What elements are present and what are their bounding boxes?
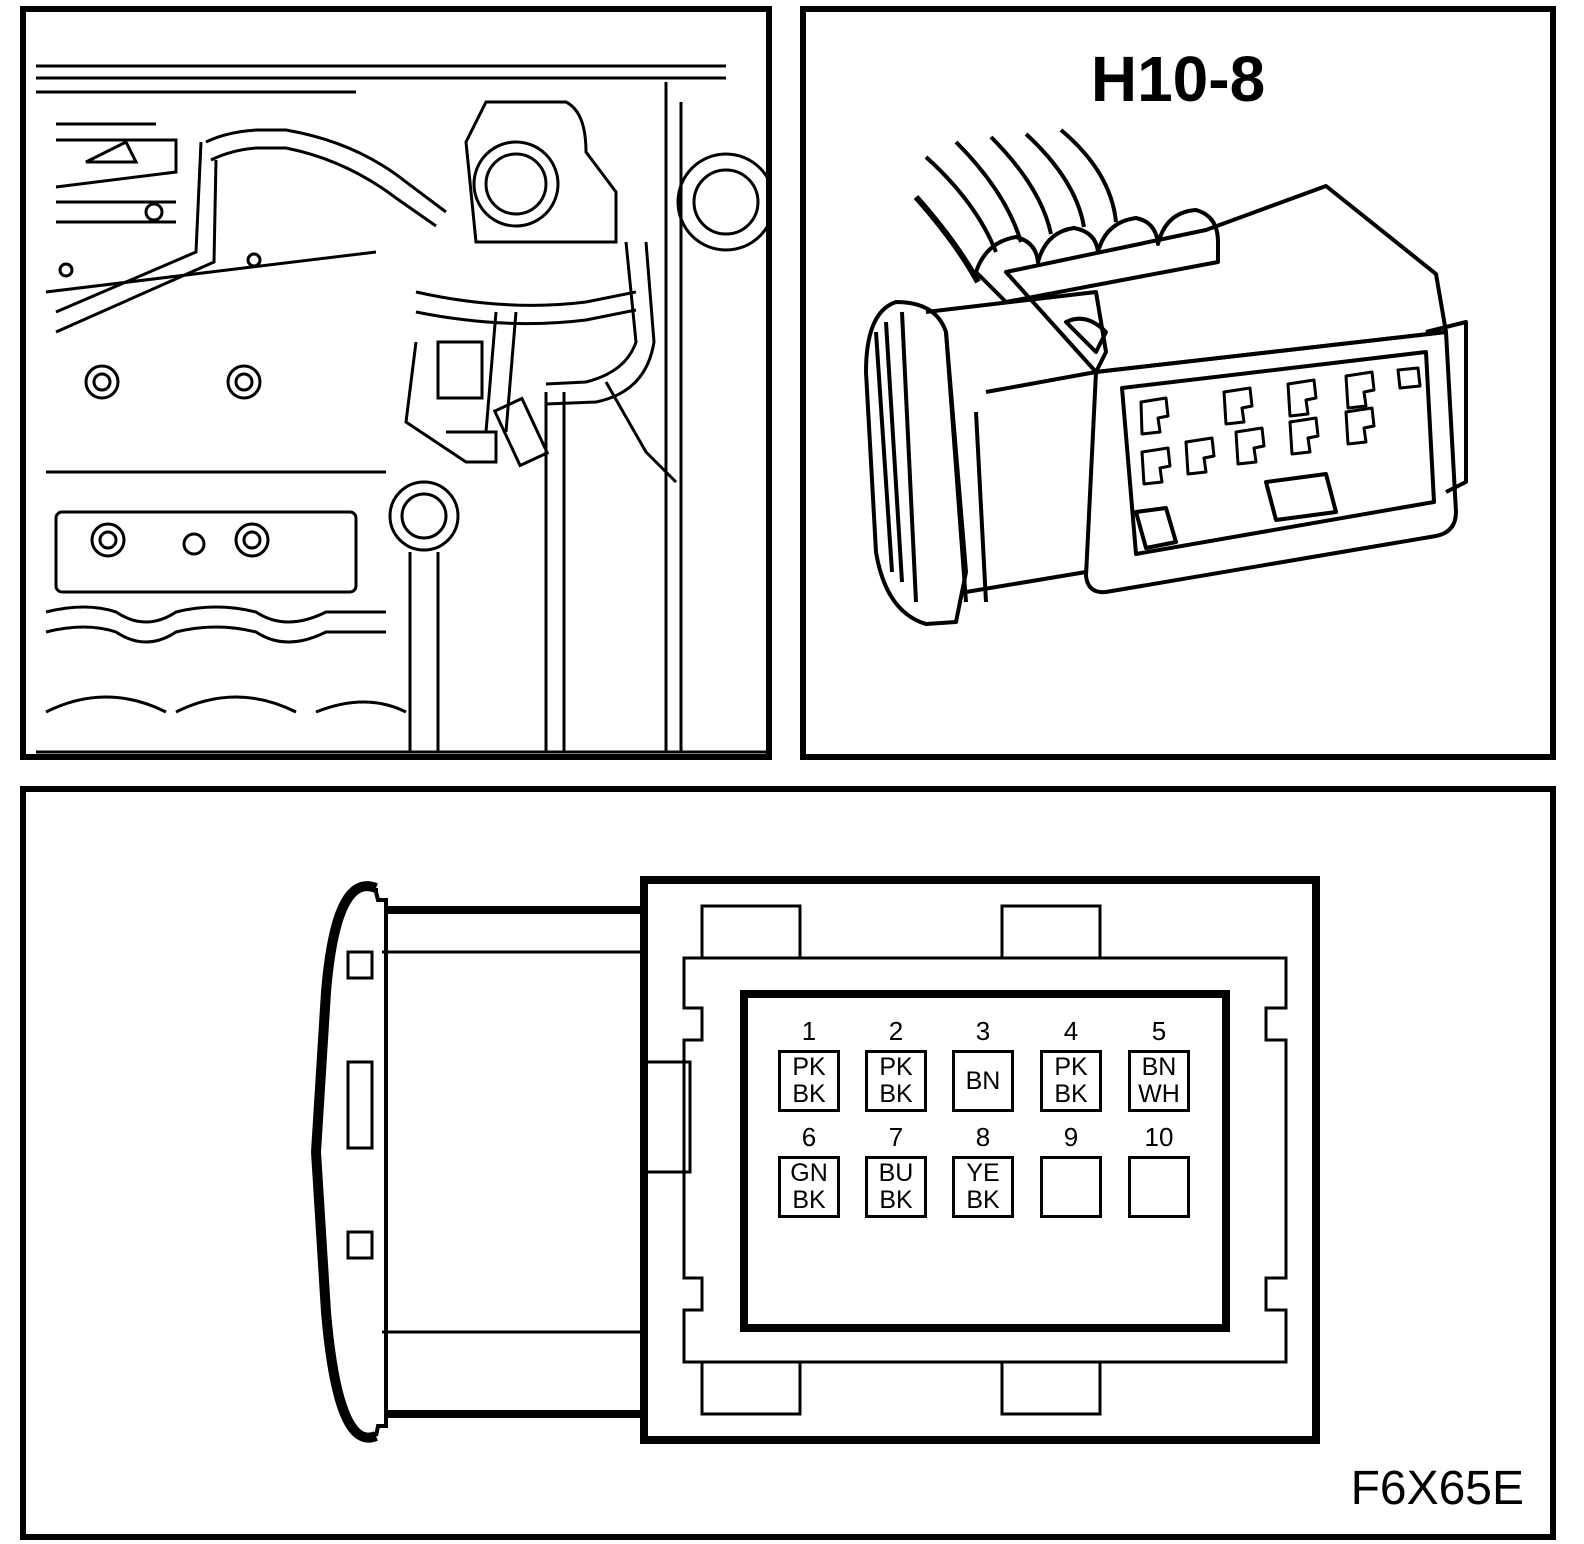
figure-id: F6X65E	[1350, 1462, 1524, 1515]
pin-4-wire-color-2: BK	[1054, 1080, 1088, 1108]
pin-4-wire-color-1: PK	[1054, 1053, 1088, 1081]
pin-2-wire-color-1: PK	[879, 1053, 913, 1081]
pin-cavity-10	[1128, 1156, 1190, 1218]
pin-6-wire-color-2: BK	[792, 1186, 826, 1214]
engine-bay-drawing	[36, 64, 766, 754]
pin-cavity-7: BU BK	[865, 1156, 927, 1218]
connector-perspective-panel: H10-8	[800, 6, 1556, 760]
pin-number-9: 9	[1063, 1122, 1079, 1152]
pin-cavity-2: PK BK	[865, 1050, 927, 1112]
pin-number-5: 5	[1151, 1016, 1167, 1046]
pin-number-7: 7	[888, 1122, 904, 1152]
pin-cavity-4: PK BK	[1040, 1050, 1102, 1112]
pin-3-wire-color-1: BN	[965, 1066, 1001, 1095]
pin-6-wire-color-1: GN	[790, 1159, 828, 1187]
pin-number-8: 8	[975, 1122, 991, 1152]
pin-8-wire-color-2: BK	[966, 1186, 1000, 1214]
pin-7-wire-color-1: BU	[878, 1159, 914, 1187]
pin-number-6: 6	[801, 1122, 817, 1152]
pin-8-wire-color-1: YE	[966, 1159, 1000, 1187]
pin-number-10: 10	[1144, 1122, 1174, 1152]
pin-5-wire-color-2: WH	[1138, 1080, 1180, 1108]
pin-cavity-5: BN WH	[1128, 1050, 1190, 1112]
pin-cavity-3: BN	[952, 1050, 1014, 1112]
pin-cavity-9	[1040, 1156, 1102, 1218]
pin-number-4: 4	[1063, 1016, 1079, 1046]
pin-number-2: 2	[888, 1016, 904, 1046]
pin-5-wire-color-1: BN	[1141, 1053, 1177, 1081]
pin-1-wire-color-1: PK	[792, 1053, 826, 1081]
pin-number-1: 1	[801, 1016, 817, 1046]
pin-cavity-6: GN BK	[778, 1156, 840, 1218]
connector-face-view-panel: 1 PK BK 2 PK BK 3 BN 4 PK BK 5 BN WH 6 G…	[20, 786, 1556, 1540]
connector-title: H10-8	[1090, 43, 1266, 115]
connector-perspective-drawing	[864, 128, 1468, 626]
pin-2-wire-color-2: BK	[879, 1080, 913, 1108]
pin-1-wire-color-2: BK	[792, 1080, 826, 1108]
pin-7-wire-color-2: BK	[879, 1186, 913, 1214]
pin-number-3: 3	[975, 1016, 991, 1046]
pin-cavity-8: YE BK	[952, 1156, 1014, 1218]
pin-cavity-1: PK BK	[778, 1050, 840, 1112]
engine-bay-illustration	[20, 6, 772, 760]
